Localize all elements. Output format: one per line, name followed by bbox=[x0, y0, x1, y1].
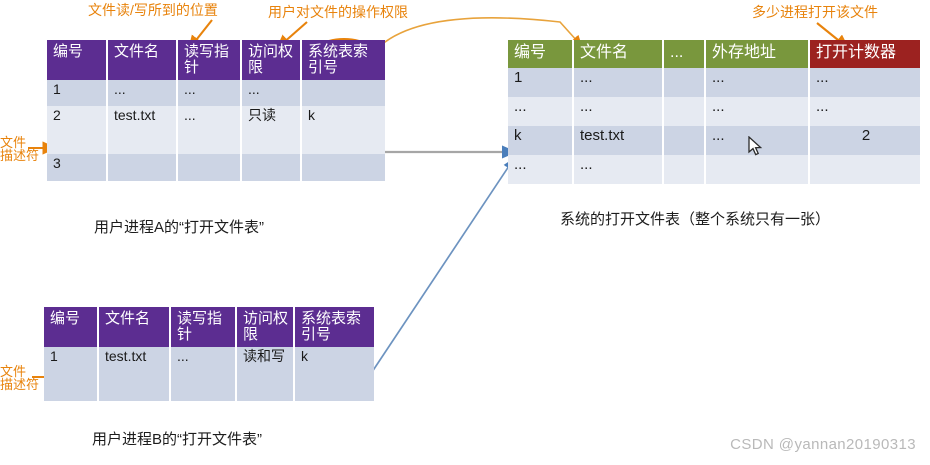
process-a-table-caption: 用户进程A的“打开文件表” bbox=[94, 219, 264, 236]
header-cell-access: 访问权限 bbox=[241, 40, 302, 81]
fd-label-process-b: 文件 描述符 bbox=[0, 365, 39, 391]
cell-sys-index: k bbox=[294, 347, 374, 402]
cell-id: 3 bbox=[47, 154, 108, 182]
cell-access bbox=[241, 154, 302, 182]
header-cell-id: 编号 bbox=[44, 307, 99, 348]
cell-id: 2 bbox=[47, 106, 108, 155]
header-cell-filename: 文件名 bbox=[573, 40, 664, 68]
cell-filename: test.txt bbox=[573, 126, 664, 155]
header-cell-rw-pointer: 读写指针 bbox=[170, 307, 237, 348]
header-cell-id: 编号 bbox=[47, 40, 108, 81]
fd-label-b-line1: 文件 bbox=[0, 364, 27, 379]
cell-disk-address bbox=[705, 155, 810, 184]
system-open-file-table: 编号 文件名 ... 外存地址 打开计数器 1 ... ... ... ... … bbox=[508, 40, 920, 184]
header-cell-access: 访问权限 bbox=[236, 307, 295, 348]
cell-open-counter bbox=[809, 155, 920, 184]
cell-rw-pointer bbox=[177, 154, 242, 182]
fd-label-a-line1: 文件 bbox=[0, 135, 27, 150]
header-cell-id: 编号 bbox=[508, 40, 574, 68]
cell-disk-address: ... bbox=[705, 126, 810, 155]
cell-rw-pointer: ... bbox=[177, 106, 242, 155]
cell-id: 1 bbox=[47, 80, 108, 107]
annotation-access-perm: 用户对文件的操作权限 bbox=[268, 4, 408, 20]
cell-access: ... bbox=[241, 80, 302, 107]
table-header-row: 编号 文件名 读写指针 访问权限 系统表索引号 bbox=[47, 40, 385, 81]
table-row: 1 test.txt ... 读和写 k bbox=[44, 347, 374, 402]
table-row: 1 ... ... ... bbox=[508, 68, 920, 97]
cell-open-counter: 2 bbox=[809, 126, 920, 155]
fd-label-b-line2: 描述符 bbox=[0, 377, 40, 392]
cell-open-counter: ... bbox=[809, 97, 920, 126]
cell-ellipsis bbox=[663, 97, 706, 126]
process-b-table-caption: 用户进程B的“打开文件表” bbox=[92, 431, 262, 448]
process-b-open-file-table: 编号 文件名 读写指针 访问权限 系统表索引号 1 test.txt ... 读… bbox=[44, 307, 374, 402]
table-row: 3 bbox=[47, 154, 385, 182]
table-row: ... ... bbox=[508, 155, 920, 184]
process-a-open-file-table: 编号 文件名 读写指针 访问权限 系统表索引号 1 ... ... ... 2 … bbox=[47, 40, 385, 182]
cell-sys-index: k bbox=[301, 106, 385, 155]
header-cell-sys-index: 系统表索引号 bbox=[301, 40, 385, 81]
cell-rw-pointer: ... bbox=[177, 80, 242, 107]
cell-id: 1 bbox=[508, 68, 574, 97]
table-row: k test.txt ... 2 bbox=[508, 126, 920, 155]
table-row: 1 ... ... ... bbox=[47, 80, 385, 107]
cell-open-counter: ... bbox=[809, 68, 920, 97]
cell-id: ... bbox=[508, 155, 574, 184]
header-cell-open-counter: 打开计数器 bbox=[809, 40, 920, 68]
cell-filename: ... bbox=[573, 155, 664, 184]
cell-filename: ... bbox=[573, 97, 664, 126]
cell-id: 1 bbox=[44, 347, 99, 402]
cell-disk-address: ... bbox=[705, 68, 810, 97]
cell-ellipsis bbox=[663, 155, 706, 184]
header-cell-filename: 文件名 bbox=[98, 307, 171, 348]
cell-access: 只读 bbox=[241, 106, 302, 155]
table-row: ... ... ... ... bbox=[508, 97, 920, 126]
cell-filename: ... bbox=[107, 80, 178, 107]
annotation-open-count: 多少进程打开该文件 bbox=[752, 4, 878, 20]
header-cell-rw-pointer: 读写指针 bbox=[177, 40, 242, 81]
cell-sys-index bbox=[301, 80, 385, 107]
cell-filename: test.txt bbox=[107, 106, 178, 155]
table-header-row: 编号 文件名 ... 外存地址 打开计数器 bbox=[508, 40, 920, 68]
cell-filename: test.txt bbox=[98, 347, 171, 402]
cell-access: 读和写 bbox=[236, 347, 295, 402]
cell-disk-address: ... bbox=[705, 97, 810, 126]
fd-label-process-a: 文件 描述符 bbox=[0, 136, 39, 162]
cell-ellipsis bbox=[663, 126, 706, 155]
cell-id: k bbox=[508, 126, 574, 155]
annotation-rw-pointer: 文件读/写所到的位置 bbox=[88, 2, 218, 18]
header-cell-disk-address: 外存地址 bbox=[705, 40, 810, 68]
system-table-caption: 系统的打开文件表（整个系统只有一张） bbox=[560, 211, 831, 228]
header-cell-sys-index: 系统表索引号 bbox=[294, 307, 374, 348]
cell-filename: ... bbox=[573, 68, 664, 97]
cell-sys-index bbox=[301, 154, 385, 182]
cell-rw-pointer: ... bbox=[170, 347, 237, 402]
fd-label-a-line2: 描述符 bbox=[0, 148, 40, 163]
header-cell-ellipsis: ... bbox=[663, 40, 706, 68]
table-header-row: 编号 文件名 读写指针 访问权限 系统表索引号 bbox=[44, 307, 374, 348]
table-row: 2 test.txt ... 只读 k bbox=[47, 106, 385, 155]
header-cell-filename: 文件名 bbox=[107, 40, 178, 81]
watermark-text: CSDN @yannan20190313 bbox=[730, 436, 916, 453]
link-arrow-b-to-system bbox=[371, 157, 515, 373]
cell-filename bbox=[107, 154, 178, 182]
cell-ellipsis bbox=[663, 68, 706, 97]
cell-id: ... bbox=[508, 97, 574, 126]
